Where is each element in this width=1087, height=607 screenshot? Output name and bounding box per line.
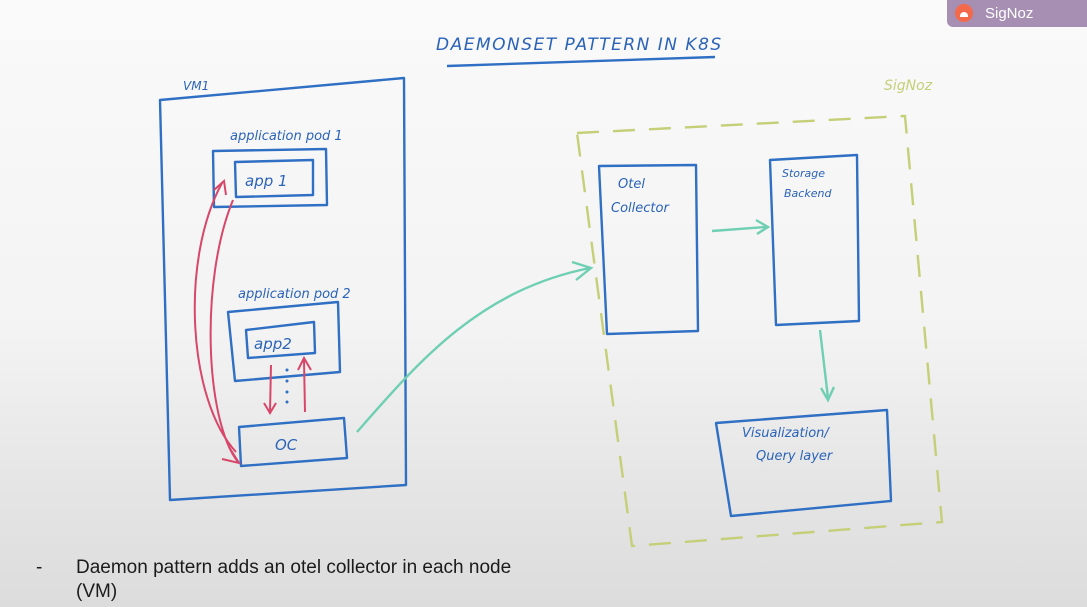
pod2-label: application pod 2 — [238, 287, 351, 302]
oc-to-app2-arrow — [303, 359, 306, 413]
visualization-label-2: Query layer — [756, 449, 834, 464]
diagram-title: DAEMONSET PATTERN IN K8S — [436, 35, 723, 55]
arrowhead-icon — [221, 446, 242, 465]
vm-label: VM1 — [183, 79, 209, 93]
signoz-boundary — [575, 114, 944, 548]
arrowhead-icon — [571, 260, 594, 281]
app1-to-oc-arrow — [209, 199, 239, 463]
visualization-box — [714, 408, 893, 518]
pod2-box — [226, 300, 342, 383]
ellipsis-dots — [285, 368, 289, 404]
signoz-badge: SigNoz — [947, 0, 1087, 27]
app2-label: app2 — [254, 335, 292, 353]
bullet-marker: - — [36, 557, 43, 578]
arrowhead-icon — [213, 179, 227, 196]
app1-box — [233, 158, 315, 199]
pod1-box — [211, 147, 329, 209]
otel-collector-label-2: Collector — [611, 201, 670, 216]
bullet-text: Daemon pattern adds an otel collector in… — [76, 557, 512, 602]
visualization-label-1: Visualization/ — [742, 426, 830, 441]
otel-to-storage-arrow — [711, 225, 767, 233]
arrowhead-icon — [263, 402, 277, 415]
arrowhead-icon — [819, 386, 836, 403]
oc-box — [237, 416, 349, 468]
app2-box — [244, 320, 317, 360]
storage-backend-box — [768, 153, 861, 327]
title-underline — [446, 55, 716, 68]
storage-label-2: Backend — [784, 187, 832, 200]
storage-label-1: Storage — [782, 167, 825, 180]
oc-label: OC — [275, 436, 298, 454]
otel-collector-label-1: Otel — [618, 177, 645, 192]
storage-to-viz-arrow — [818, 329, 830, 399]
oc-to-otel-arrow — [356, 266, 591, 433]
vm-box — [158, 76, 408, 502]
arrowhead-icon — [297, 355, 312, 371]
oc-to-app1-arrow — [193, 182, 237, 453]
app2-to-oc-arrow — [269, 364, 272, 413]
arrowhead-icon — [755, 218, 771, 236]
signoz-logo-icon — [955, 4, 973, 22]
signoz-badge-label: SigNoz — [985, 5, 1034, 22]
app1-label: app 1 — [245, 172, 288, 190]
otel-collector-box — [597, 163, 700, 336]
signoz-label: SigNoz — [884, 78, 933, 94]
pod1-label: application pod 1 — [230, 129, 343, 144]
